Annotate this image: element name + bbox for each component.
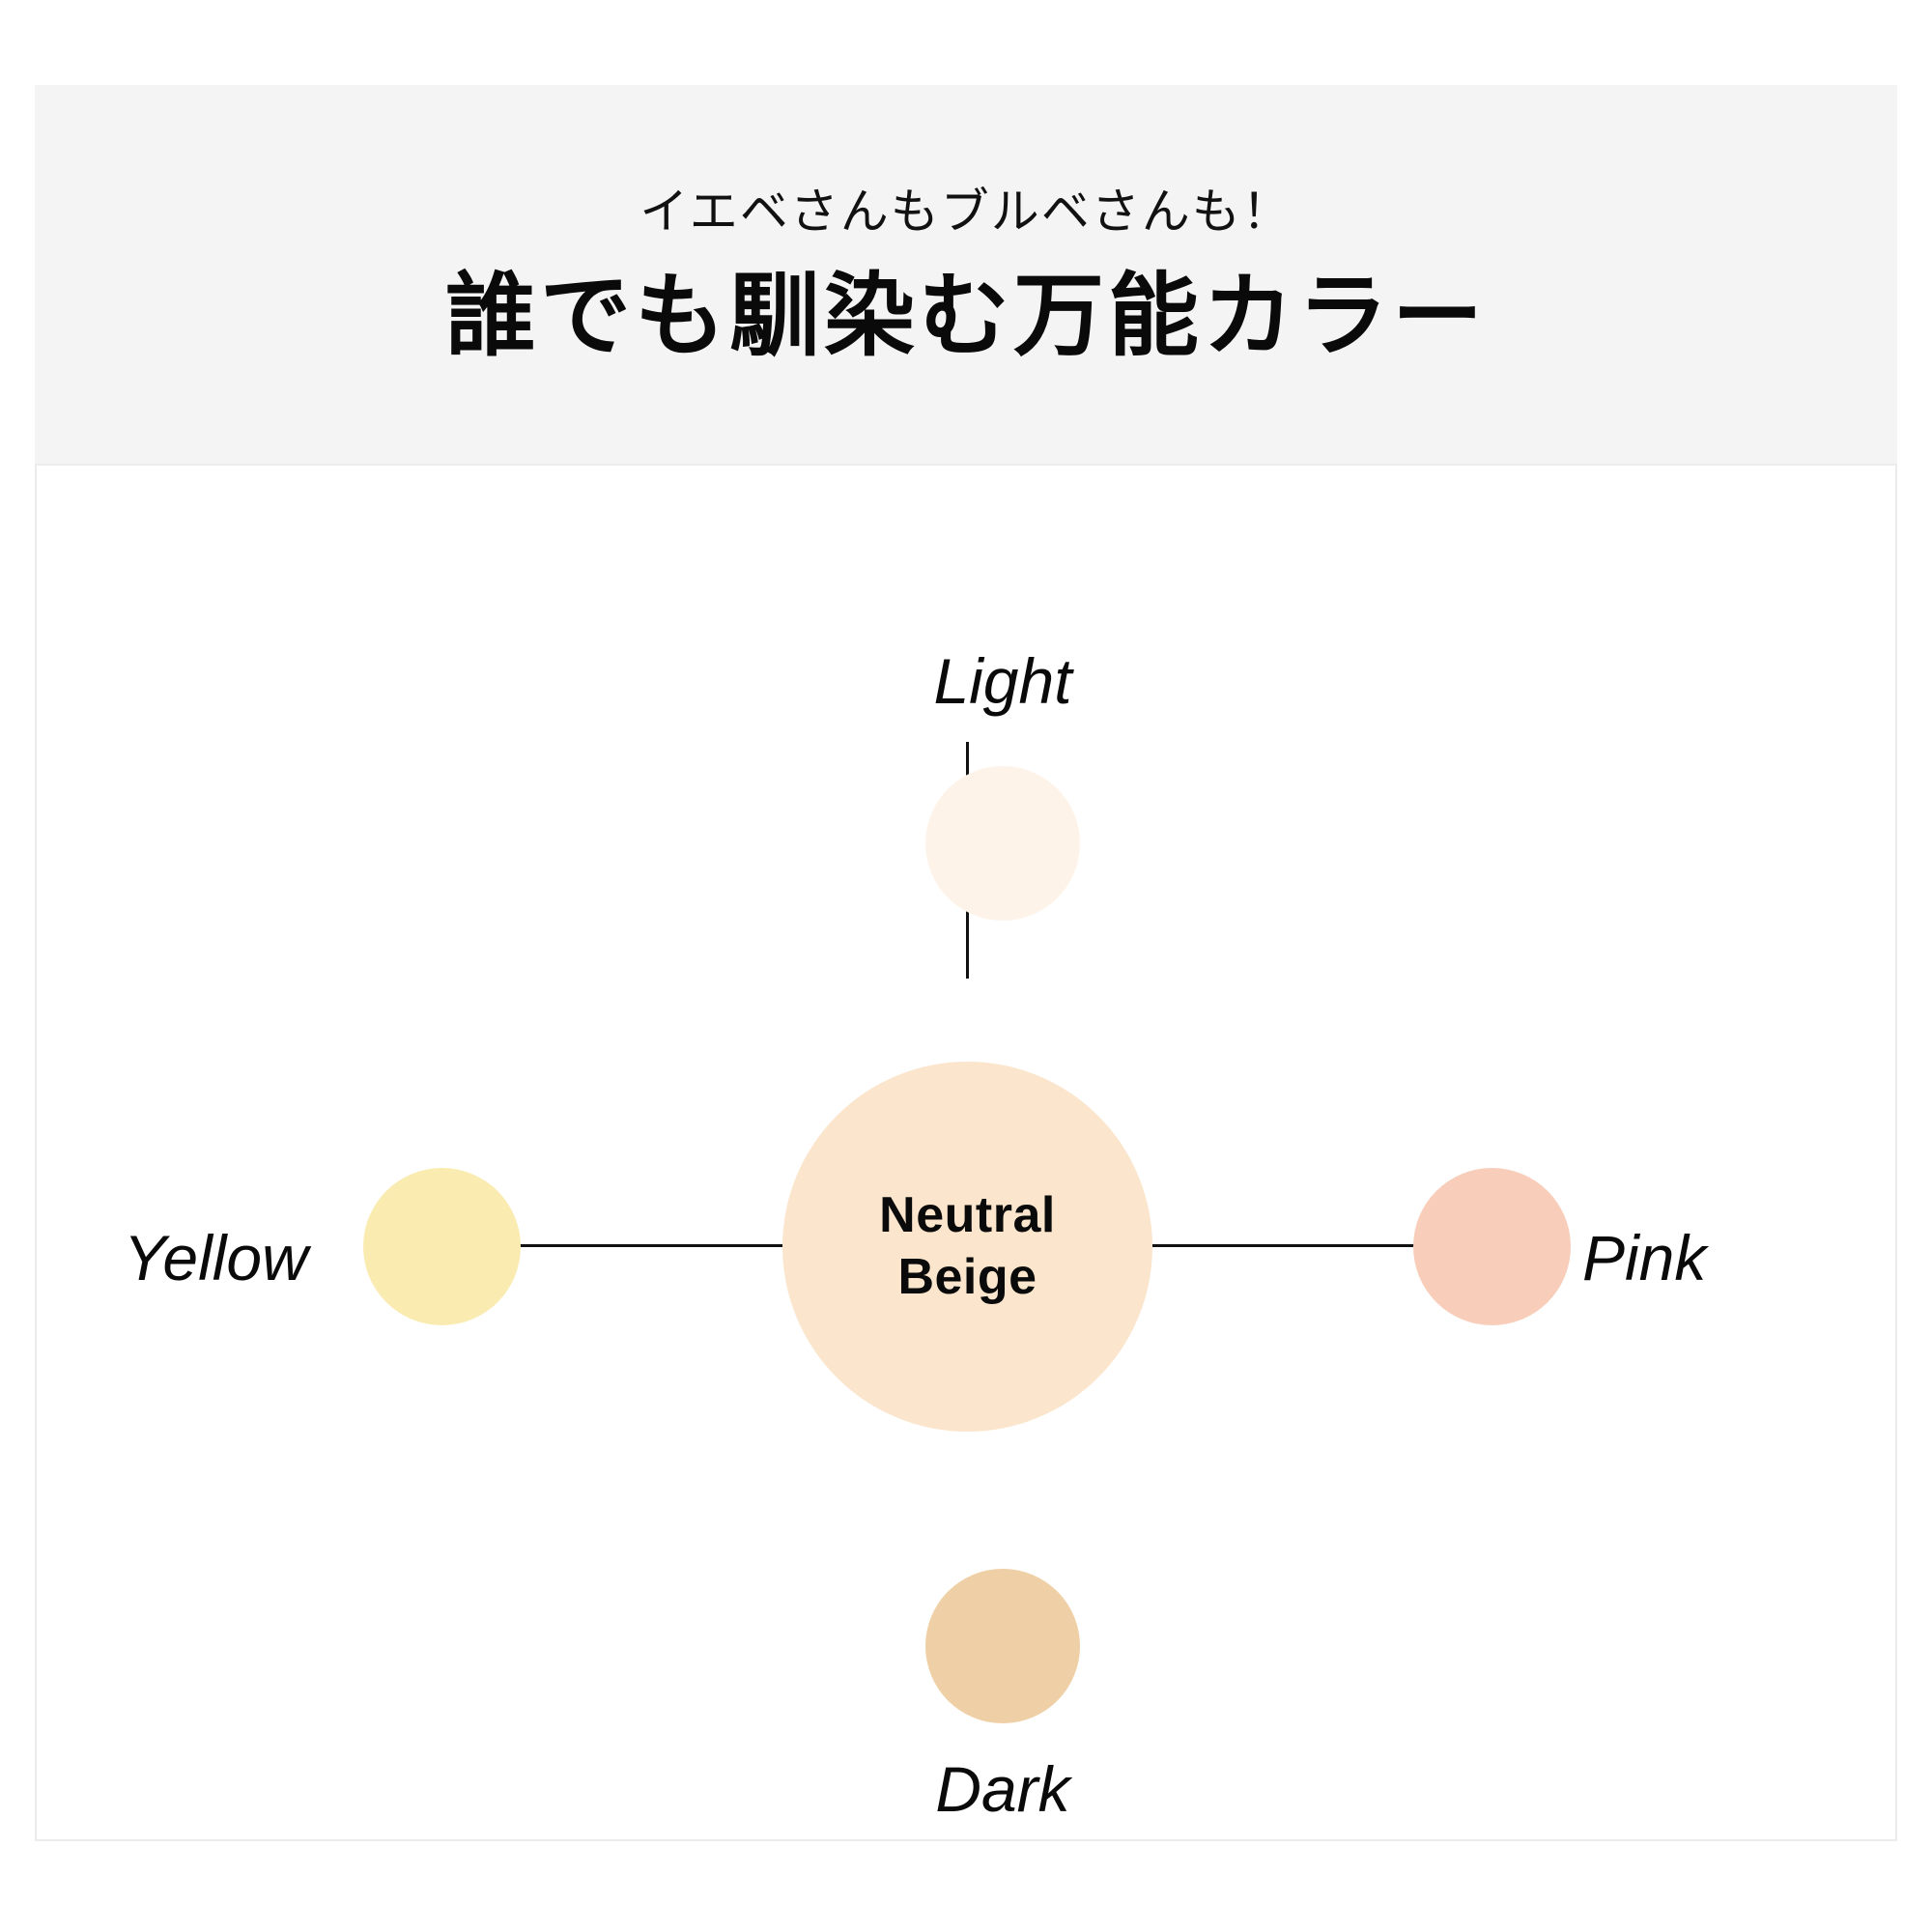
node-swatch-pink[interactable] (1413, 1168, 1571, 1325)
node-swatch-dark[interactable] (925, 1569, 1080, 1723)
header-subtitle: イエベさんもブルベさんも！ (639, 185, 1293, 239)
connector-line-right (1152, 1244, 1415, 1247)
node-swatch-yellow[interactable] (363, 1168, 521, 1325)
axis-label-light: Light (933, 645, 1072, 717)
diagram-frame: Light Pink Dark Yellow Neutral Beige (35, 464, 1897, 1841)
center-node-label-line2: Beige (897, 1248, 1037, 1305)
axis-label-yellow: Yellow (124, 1222, 308, 1293)
connector-line-left (520, 1244, 782, 1247)
radial-node-diagram: Light Pink Dark Yellow Neutral Beige (37, 466, 1895, 1839)
node-swatch-light[interactable] (925, 766, 1080, 921)
color-chart-card: イエベさんもブルベさんも！ 誰でも馴染む万能カラー Light Pink Dar… (35, 85, 1897, 1841)
header-band: イエベさんもブルベさんも！ 誰でも馴染む万能カラー (35, 85, 1897, 464)
center-node-label-line1: Neutral (879, 1187, 1056, 1244)
center-node-label: Neutral Beige (879, 1185, 1056, 1308)
header-title: 誰でも馴染む万能カラー (444, 265, 1487, 366)
axis-label-dark: Dark (935, 1753, 1070, 1825)
axis-label-pink: Pink (1582, 1222, 1707, 1293)
node-swatch-neutral-beige[interactable]: Neutral Beige (782, 1062, 1152, 1432)
